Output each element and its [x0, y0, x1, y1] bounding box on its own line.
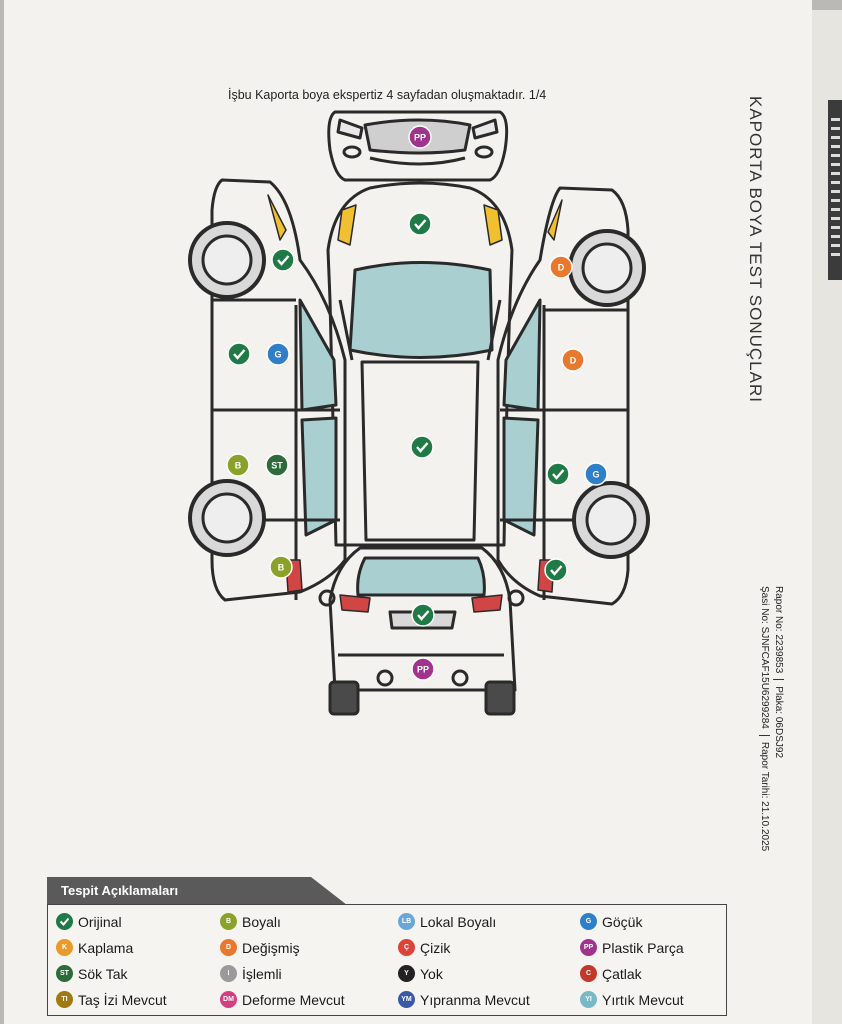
legend-item: TI Taş İzi Mevcut	[56, 991, 167, 1008]
legend-label: Yok	[420, 965, 443, 982]
legend-title: Tespit Açıklamaları	[47, 877, 347, 905]
legend-label: Kaplama	[78, 939, 134, 956]
marker-left-front-door-outer	[227, 342, 251, 366]
legend-item: B Boyalı	[220, 913, 281, 930]
legend-label: Deforme Mevcut	[242, 991, 345, 1008]
legend-item: Y Yok	[398, 965, 443, 982]
report-page	[4, 0, 812, 1024]
right-side-view	[496, 186, 650, 606]
legend-icon: DM	[220, 991, 237, 1008]
legend-label: Lokal Boyalı	[420, 913, 497, 930]
legend-label: Taş İzi Mevcut	[78, 991, 167, 1008]
legend-label: Çatlak	[602, 965, 642, 982]
marker-trunk	[411, 603, 435, 627]
legend-label: İşlemli	[242, 965, 282, 982]
legend-item: ST Sök Tak	[56, 965, 128, 982]
legend-icon: ST	[56, 965, 73, 982]
marker-left-rear-fender: B	[269, 555, 293, 579]
marker-code: D	[558, 263, 565, 273]
legend-icon: B	[220, 913, 237, 930]
legend-label: Değişmiş	[242, 939, 300, 956]
legend-item: LB Lokal Boyalı	[398, 913, 496, 930]
left-side-view	[188, 178, 347, 602]
edge-barcode	[828, 100, 842, 280]
legend-icon: C	[580, 965, 597, 982]
legend-icon: PP	[580, 939, 597, 956]
check-icon	[552, 469, 565, 480]
marker-code: PP	[414, 133, 426, 143]
marker-code: ST	[271, 461, 283, 471]
check-icon	[416, 442, 429, 453]
marker-left-rear-door-inner: ST	[265, 453, 289, 477]
check-icon	[417, 610, 430, 621]
legend-label: Boyalı	[242, 913, 281, 930]
legend-icon: YM	[398, 991, 415, 1008]
legend-icon: LB	[398, 913, 415, 930]
check-icon	[277, 255, 290, 266]
marker-roof	[410, 435, 434, 459]
legend-icon: YI	[580, 991, 597, 1008]
legend-item: Orijinal	[56, 913, 122, 930]
marker-right-rear-door-outer: G	[584, 462, 608, 486]
marker-right-front-fender: D	[549, 255, 573, 279]
marker-code: G	[274, 350, 281, 360]
marker-code: D	[570, 356, 577, 366]
legend-item: D Değişmiş	[220, 939, 300, 956]
legend-item: YM Yıpranma Mevcut	[398, 991, 530, 1008]
legend-label: Göçük	[602, 913, 643, 930]
legend-icon: Ç	[398, 939, 415, 956]
legend-label: Çizik	[420, 939, 451, 956]
marker-left-rear-door-outer: B	[226, 453, 250, 477]
legend-item: G Göçük	[580, 913, 642, 930]
marker-code: G	[592, 470, 599, 480]
legend-item: DM Deforme Mevcut	[220, 991, 345, 1008]
legend-label: Yıpranma Mevcut	[420, 991, 530, 1008]
legend-item: C Çatlak	[580, 965, 642, 982]
legend-label: Plastik Parça	[602, 939, 684, 956]
marker-code: B	[278, 563, 285, 573]
marker-front-bumper: PP	[408, 125, 432, 149]
marker-left-front-door-inner: G	[266, 342, 290, 366]
legend-icon: G	[580, 913, 597, 930]
marker-rear-bumper: PP	[411, 657, 435, 681]
rear-view	[318, 546, 525, 716]
legend-icon	[56, 913, 73, 930]
page-count-note: İşbu Kaporta boya ekspertiz 4 sayfadan o…	[228, 88, 547, 102]
legend-item: PP Plastik Parça	[580, 939, 684, 956]
check-icon	[414, 219, 427, 230]
legend-icon: TI	[56, 991, 73, 1008]
marker-left-front-fender	[271, 248, 295, 272]
check-icon	[233, 349, 246, 360]
legend-label: Sök Tak	[78, 965, 128, 982]
marker-right-front-door: D	[561, 348, 585, 372]
marker-hood	[408, 212, 432, 236]
damage-markers: PP G B ST B D D G PP	[226, 125, 608, 681]
marker-code: B	[235, 461, 242, 471]
legend-item: K Kaplama	[56, 939, 133, 956]
legend-item: Ç Çizik	[398, 939, 450, 956]
legend-item: YI Yırtık Mevcut	[580, 991, 684, 1008]
check-icon	[550, 565, 563, 576]
top-view	[326, 181, 514, 547]
legend-icon: I	[220, 965, 237, 982]
legend-icon: Y	[398, 965, 415, 982]
marker-right-rear-door-inner	[546, 462, 570, 486]
marker-right-rear-fender	[544, 558, 568, 582]
legend-label: Yırtık Mevcut	[602, 991, 684, 1008]
legend-label: Orijinal	[78, 913, 122, 930]
marker-code: PP	[417, 665, 429, 675]
legend-item: I İşlemli	[220, 965, 282, 982]
legend-icon: K	[56, 939, 73, 956]
legend-icon: D	[220, 939, 237, 956]
